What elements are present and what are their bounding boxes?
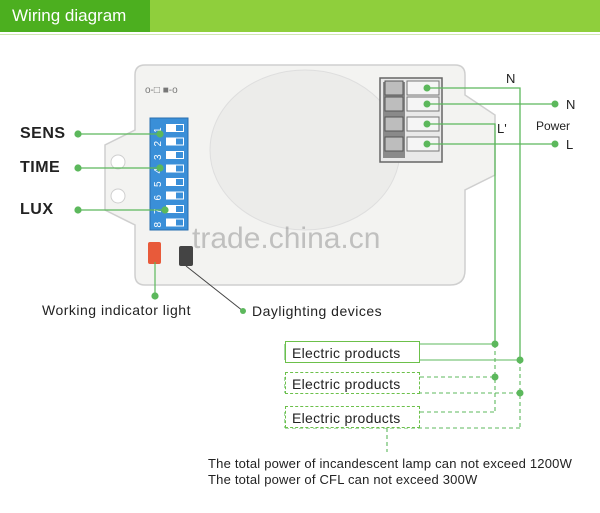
dip-number-3: 3 (153, 154, 164, 160)
terminal-lever-2 (384, 96, 404, 112)
page-title: Wiring diagram (0, 0, 150, 32)
dip-switch-knob-7 (176, 206, 183, 212)
dip-switch-knob-4 (176, 165, 183, 172)
dip-switch-knob-2 (176, 138, 183, 145)
dip-switch-knob-5 (176, 179, 183, 185)
dip-switch-toggle-7 (166, 205, 184, 213)
working-indicator-label: Working indicator light (42, 302, 191, 318)
load-l-label: L' (497, 121, 507, 136)
power-n-label: N (566, 97, 576, 112)
dip-number-5: 5 (153, 181, 164, 187)
dip-switch-knob-3 (176, 152, 183, 158)
dip-switch-toggle-6 (166, 191, 184, 200)
dip-number-8: 8 (153, 222, 164, 228)
dip-number-1: 1 (153, 127, 164, 133)
power-label: Power (536, 119, 571, 133)
electric-product-2: Electric products (285, 372, 420, 394)
left-callouts (74, 130, 169, 300)
dip-switch: 12345678 (149, 117, 189, 231)
cfl-note: The total power of CFL can not exceed 30… (208, 472, 478, 487)
watermark: trade.china.cn (192, 222, 381, 255)
lux-label: LUX (20, 201, 54, 218)
dip-switch-toggle-3 (166, 151, 184, 159)
dip-switch-knob-8 (176, 219, 183, 226)
dip-switch-toggle-8 (166, 218, 184, 227)
daylighting-label: Daylighting devices (252, 303, 383, 319)
dip-switch-toggle-2 (166, 137, 184, 146)
power-l-label: L (566, 137, 574, 152)
incandescent-note: The total power of incandescent lamp can… (208, 456, 573, 471)
electric-product-3: Electric products (285, 406, 420, 428)
time-label: TIME (20, 159, 61, 176)
dip-switch-toggle-5 (166, 178, 184, 186)
dip-switch-knob-6 (176, 192, 183, 199)
dip-number-6: 6 (153, 195, 164, 201)
daylight-sensor (179, 246, 193, 266)
daylight-callout-dot (240, 308, 246, 314)
dip-switch-rows: 12345678 (153, 124, 184, 228)
sens-label: SENS (20, 125, 66, 142)
device-symbol: o-□ ■-o (145, 85, 178, 96)
electric-product-1: Electric products (285, 341, 420, 363)
terminal-n-label: N (506, 71, 516, 86)
terminal-lever-4 (384, 136, 404, 152)
terminal-lever-3 (384, 116, 404, 132)
daylight-callout (185, 265, 244, 312)
dip-number-2: 2 (153, 141, 164, 147)
dip-switch-knob-1 (176, 125, 183, 131)
header-divider (0, 34, 600, 35)
working-indicator-led (148, 242, 161, 264)
dip-switch-toggle-4 (166, 164, 184, 173)
dip-switch-toggle-1 (166, 124, 184, 132)
dip-number-7: 7 (153, 208, 164, 214)
terminal-block (379, 77, 443, 163)
terminal-lever-1 (384, 80, 404, 96)
wire-dots (423, 84, 559, 397)
wires (427, 87, 555, 360)
